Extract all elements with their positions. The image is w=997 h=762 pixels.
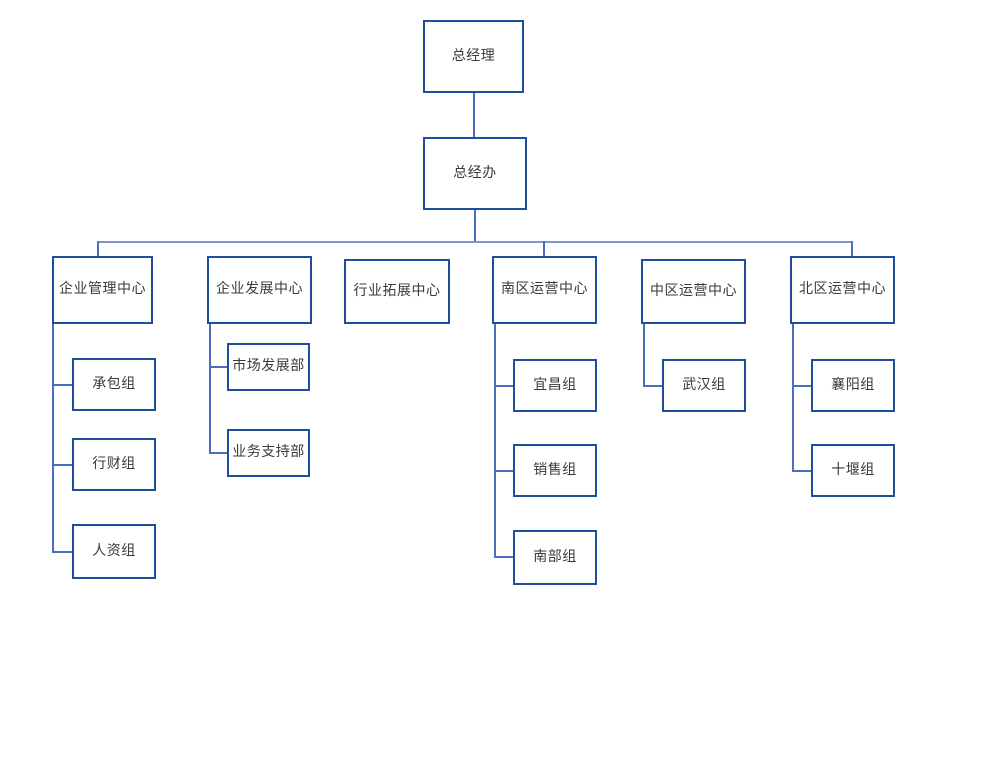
node-center-north-operations[interactable]: 北区运营中心	[790, 256, 895, 324]
connector-branch-business-support	[209, 452, 229, 454]
node-group-wuhan[interactable]: 武汉组	[662, 359, 746, 412]
connector-branch-shiyan	[792, 470, 813, 472]
connector-center-bus	[97, 241, 853, 243]
node-general-manager[interactable]: 总经理	[423, 20, 524, 93]
connector-gm-office-drop	[474, 210, 476, 242]
connector-branch-xiangyang	[792, 385, 813, 387]
node-group-hr[interactable]: 人资组	[72, 524, 156, 579]
node-center-enterprise-management[interactable]: 企业管理中心	[52, 256, 153, 324]
node-center-enterprise-development[interactable]: 企业发展中心	[207, 256, 312, 324]
node-group-shiyan[interactable]: 十堰组	[811, 444, 895, 497]
node-center-central-operations[interactable]: 中区运营中心	[641, 259, 746, 324]
connector-branch-hr	[52, 551, 74, 553]
connector-branch-contracting	[52, 384, 74, 386]
connector-spine-enterprise-development	[209, 324, 211, 453]
connector-spine-south-operations	[494, 324, 496, 557]
node-dept-business-support[interactable]: 业务支持部	[227, 429, 310, 477]
node-dept-market-development[interactable]: 市场发展部	[227, 343, 310, 391]
connector-branch-market-development	[209, 366, 229, 368]
connector-branch-southern	[494, 556, 515, 558]
connector-branch-sales	[494, 470, 515, 472]
node-group-contracting[interactable]: 承包组	[72, 358, 156, 411]
connector-branch-admin-finance	[52, 464, 74, 466]
connector-spine-central-operations	[643, 324, 645, 386]
connector-branch-wuhan	[643, 385, 664, 387]
node-group-admin-finance[interactable]: 行财组	[72, 438, 156, 491]
node-group-yichang[interactable]: 宜昌组	[513, 359, 597, 412]
connector-spine-enterprise-management	[52, 324, 54, 553]
node-group-southern[interactable]: 南部组	[513, 530, 597, 585]
connector-bus-drop-enterprise-management	[97, 241, 99, 256]
node-center-industry-expansion[interactable]: 行业拓展中心	[344, 259, 450, 324]
connector-bus-drop-north-operations	[851, 241, 853, 256]
node-group-xiangyang[interactable]: 襄阳组	[811, 359, 895, 412]
connector-bus-drop-south-operations	[543, 241, 545, 256]
connector-branch-yichang	[494, 385, 515, 387]
node-group-sales[interactable]: 销售组	[513, 444, 597, 497]
connector-spine-north-operations	[792, 324, 794, 472]
connector-gm-to-gm-office	[473, 93, 475, 137]
node-center-south-operations[interactable]: 南区运营中心	[492, 256, 597, 324]
node-gm-office[interactable]: 总经办	[423, 137, 527, 210]
